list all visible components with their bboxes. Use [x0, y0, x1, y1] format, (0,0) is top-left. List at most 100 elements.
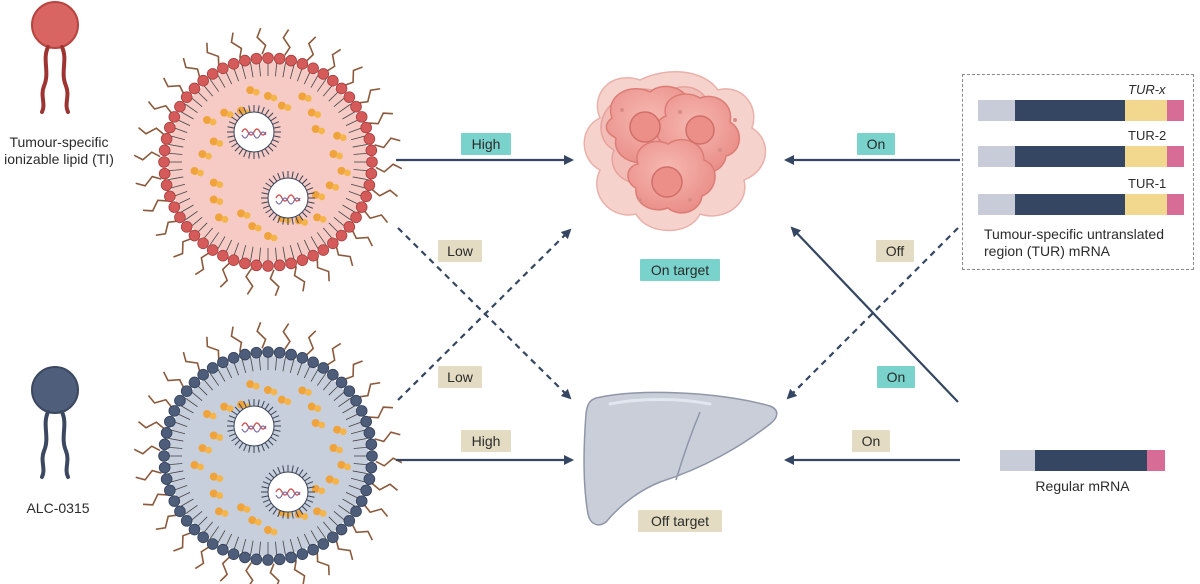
peg-tail — [305, 36, 317, 62]
vesicle-lipid — [282, 511, 285, 519]
lipid-head — [160, 473, 173, 485]
lipid-tail — [167, 176, 184, 181]
lipid-head — [317, 68, 330, 80]
ionizable-lipid-head — [198, 150, 207, 159]
vesicle-lipid — [234, 145, 241, 152]
mrna-strand — [241, 422, 267, 430]
vesicle-lipid — [227, 126, 235, 129]
lipid-head — [188, 229, 201, 242]
vesicle-lipid — [267, 439, 274, 446]
vesicle-lipid — [273, 135, 281, 138]
vesicle-lipid — [282, 217, 285, 225]
mrna-strand — [275, 491, 301, 499]
peg-tail — [326, 48, 342, 72]
peg-tail — [374, 431, 401, 443]
lipid-head — [317, 244, 330, 256]
lipid-tail — [310, 367, 320, 382]
lipid-head — [285, 348, 297, 361]
lipid-tail — [310, 530, 320, 545]
peg-tail — [147, 100, 173, 114]
ionizable-lipid-head — [307, 402, 316, 411]
lipid-head — [355, 201, 368, 213]
lipid-head — [296, 58, 309, 70]
lipid-tail — [282, 61, 287, 78]
lipid-head — [360, 190, 372, 203]
cap-segment — [978, 100, 1015, 121]
peg-tail — [182, 351, 201, 373]
peg-tail — [371, 483, 399, 491]
peg-tail — [135, 469, 162, 481]
vesicle-lipid — [295, 510, 299, 518]
ti-lipid-nanoparticle — [133, 27, 403, 297]
lipid-head — [317, 538, 330, 550]
alc-lipid-nanoparticle — [133, 321, 403, 584]
lipid-head — [307, 249, 319, 262]
vesicle-lipid — [277, 510, 281, 518]
vesicle-lipid — [301, 211, 308, 218]
lipid-tail — [184, 103, 198, 114]
vesicle-lipid — [265, 502, 272, 508]
lipid-head — [168, 111, 181, 123]
ionizable-lipid-head — [284, 104, 292, 112]
lipid-tail — [249, 61, 254, 78]
vesicle-lipid — [248, 105, 251, 113]
peg-tail — [351, 229, 374, 247]
vesicle-lipid — [273, 420, 281, 423]
vesicle-lipid — [234, 439, 241, 446]
lipid-head — [164, 415, 176, 428]
vesicle-lipid — [261, 106, 265, 114]
ionizable-lipid-head — [243, 505, 251, 513]
tag-alc-high: High — [461, 430, 511, 452]
vesicle-lipid — [261, 444, 265, 452]
lipid-tail — [216, 236, 226, 251]
ionizable-lipid-head — [270, 388, 278, 396]
lipid-head — [366, 450, 378, 462]
lipid-tail — [350, 183, 367, 189]
lipid-head — [273, 52, 286, 65]
lipid-tail — [342, 404, 357, 414]
vesicle-lipid — [270, 142, 277, 148]
lipid-tail — [184, 504, 198, 515]
vesicle-lipid — [277, 172, 281, 180]
lipid-head — [327, 74, 339, 87]
vesicle-lipid — [248, 151, 251, 159]
ionizable-lipid-head — [313, 507, 322, 516]
lipid-head — [164, 484, 176, 497]
vesicle-lipid — [243, 444, 247, 452]
vesicle-lipid — [228, 433, 236, 437]
peg-tail — [282, 29, 291, 56]
lipid-head — [365, 167, 378, 180]
on-target-label: On target — [640, 259, 720, 281]
vesicle-lipid — [265, 476, 272, 482]
lipid-head — [363, 133, 376, 145]
peg-tail — [206, 336, 220, 360]
ionizable-lipid-head — [301, 219, 309, 226]
ionizable-lipid-head — [298, 386, 307, 395]
peg-tail — [335, 245, 354, 267]
tur-segment — [1125, 194, 1167, 215]
lipid-head — [335, 523, 348, 536]
lipid-head — [366, 156, 378, 168]
ti-lipid-label: Tumour-specific ionizable lipid (TI) — [0, 134, 118, 168]
lipid-tail — [241, 538, 247, 555]
lipid-head — [239, 257, 251, 270]
ionizable-lipid-head — [226, 405, 234, 413]
vesicle-lipid — [272, 121, 280, 125]
ionizable-lipid-head — [220, 402, 229, 411]
lipid-head — [273, 259, 286, 272]
vesicle-lipid — [282, 465, 285, 473]
lipid-tail — [169, 477, 186, 483]
tag-ti-low: Low — [438, 240, 482, 262]
vesicle-lipid — [272, 139, 280, 143]
ionizable-lipid-head — [246, 380, 255, 389]
peg-tail — [173, 531, 193, 552]
lipid-head — [296, 352, 309, 364]
alc-lipid-label: ALC-0315 — [26, 500, 90, 516]
lipid-head — [168, 495, 181, 507]
lipid-tail — [289, 244, 295, 261]
peg-tail — [293, 266, 306, 292]
vesicle-lipid — [262, 499, 270, 503]
arrow-tur-to-liver — [786, 227, 959, 400]
lipid-tail — [179, 110, 194, 120]
lipid-head — [365, 461, 378, 474]
